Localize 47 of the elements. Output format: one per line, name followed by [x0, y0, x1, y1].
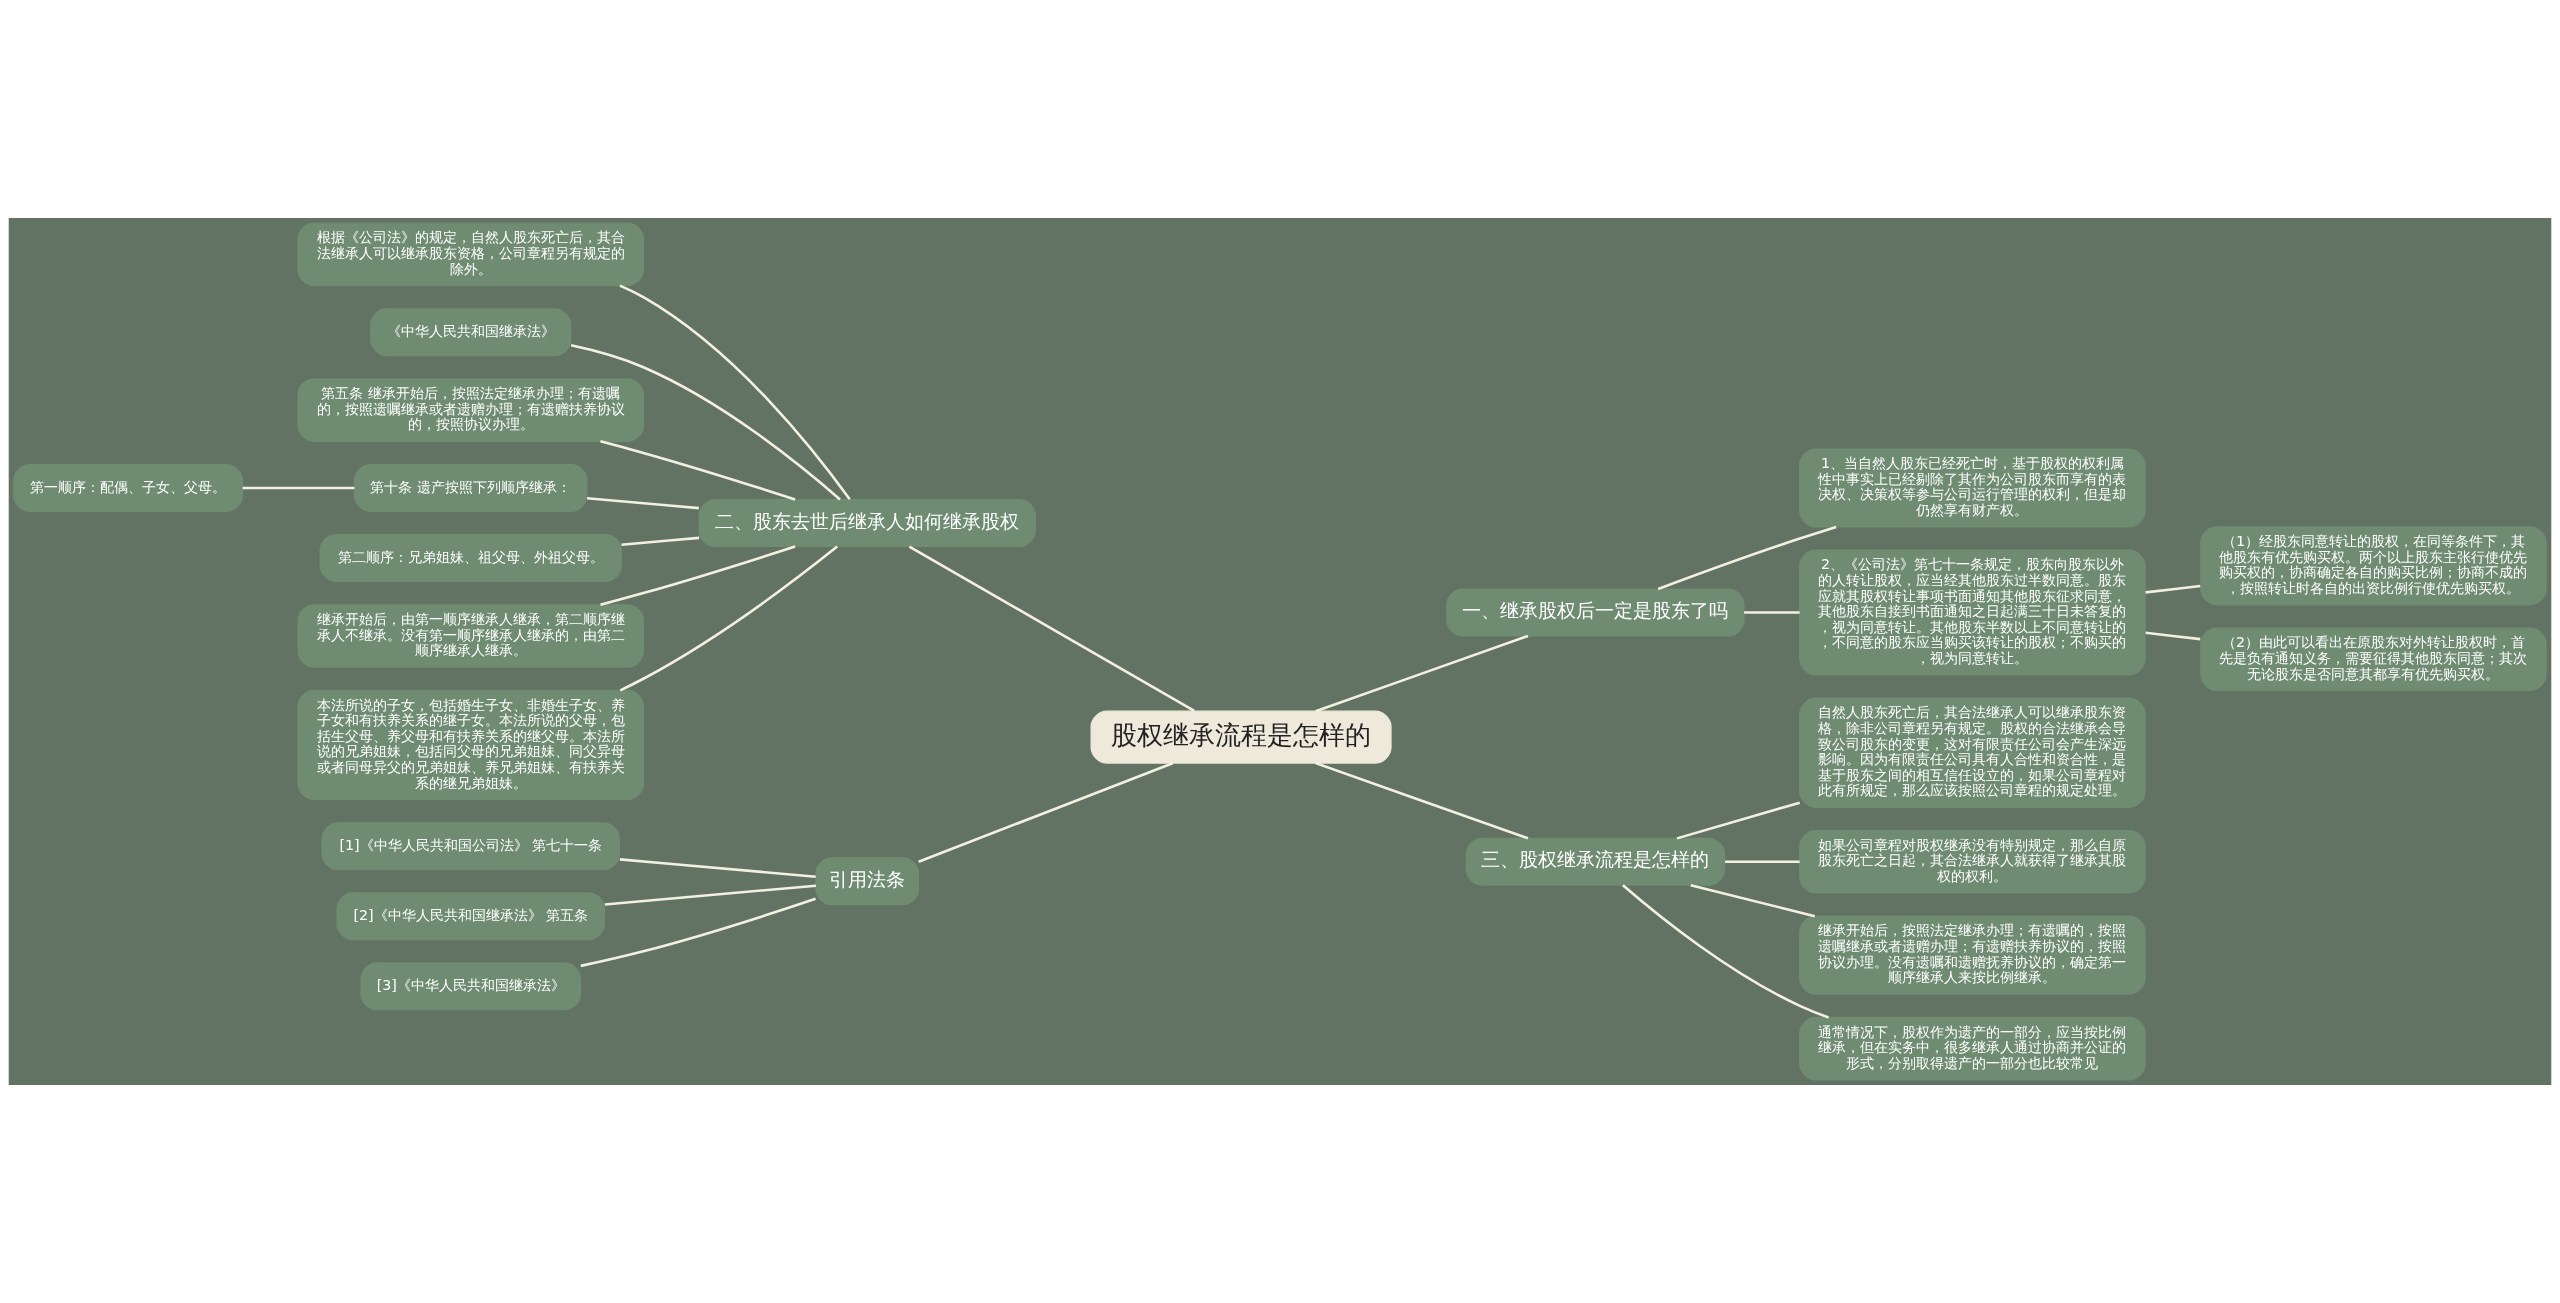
node-box: 引用法条 [815, 857, 920, 906]
connector [1315, 634, 1529, 713]
node-box: 股权继承流程是怎样的 [1090, 710, 1392, 764]
node-box: 一、继承股权后一定是股东了吗 [1446, 588, 1745, 637]
connector [2145, 631, 2201, 641]
connector [1622, 884, 1829, 1019]
node-box: 第五条 继承开始后，按照法定继承办理；有遗嘱的，按照遗嘱继承或者遗赠办理；有遗赠扶养协议的，按照协议办理。 [297, 378, 645, 442]
connector [1676, 801, 1801, 840]
connector [600, 440, 796, 501]
node-box: 通常情况下，股权作为遗产的一部分，应当按比例继承，但在实务中，很多继承人通过协商并公证的形式，分别取得遗产的一部分也比较常见 [1799, 1016, 2146, 1081]
node-box: 1、当自然人股东已经死亡时，基于股权的权利属性中事实上已经剔除了其作为公司股东而享有的表决权、决策权等参与公司运行管理的权利，但是却仍然享有财产权。 [1799, 448, 2146, 528]
connector [918, 762, 1174, 863]
connector [1690, 883, 1816, 918]
node-box: 第一顺序：配偶、子女、父母。 [13, 463, 243, 512]
node-box: [1]《中华人民共和国公司法》 第七十一条 [321, 822, 620, 871]
node-box: 自然人股东死亡后，其合法继承人可以继承股东资格，除非公司章程另有规定。股权的合法继承会导致公司股东的变更，这对有限责任公司会产生深远影响。因为有限责任公司具有人合性和资合性，是基于股东之间的相互信任设立的，如果公司章程对此有所规定，那么应该按照公司章程的规定处理。 [1799, 697, 2146, 808]
connector [1725, 860, 1800, 864]
connector [2145, 584, 2201, 594]
node-box: 本法所说的子女，包括婚生子女、非婚生子女、养子女和有扶养关系的继子女。本法所说的父母，包括生父母、养父母和有扶养关系的继父母。本法所说的兄弟姐妹，包括同父母的兄弟姐妹、同父异母或者同母异父的兄弟姐妹、养兄弟姐妹、有扶养关系的继兄弟姐妹。 [297, 689, 645, 801]
connector [619, 858, 816, 879]
connector [619, 545, 838, 692]
connector [621, 536, 700, 547]
connector [1744, 611, 1800, 614]
node-box: 根据《公司法》的规定，自然人股东死亡后，其合法继承人可以继承股东资格，公司章程另有规定的除外。 [297, 222, 645, 287]
node-box: 2、《公司法》第七十一条规定，股东向股东以外的人转让股权，应当经其他股东过半数同意。股东应就其股权转让事项书面通知其他股东征求同意，其他股东自接到书面通知之日起满三十日未答复的，视为同意转让。其他股东半数以上不同意转让的，不同意的股东应当购买该转让的股权；不购买的，视为同意转让。 [1799, 549, 2146, 676]
node-box: [3]《中华人民共和国继承法》 [360, 962, 582, 1011]
node-box: 二、股东去世后继承人如何继承股权 [698, 499, 1036, 547]
node-box: 继承开始后，按照法定继承办理；有遗嘱的，按照遗嘱继承或者遗赠办理；有遗赠扶养协议的，按照协议办理。没有遗嘱和遗赠抚养协议的，确定第一顺序继承人来按比例继承。 [1799, 915, 2146, 995]
node-box: 如果公司章程对股权继承没有特别规定，那么自原股东死亡之日起，其合法继承人就获得了继承其股权的权利。 [1799, 829, 2146, 894]
connector [600, 545, 796, 606]
node-box: 三、股权继承流程是怎样的 [1465, 837, 1726, 886]
connector [908, 545, 1195, 713]
node-box: [2]《中华人民共和国继承法》 第五条 [336, 892, 606, 941]
connector [1657, 525, 1837, 591]
node-box: 《中华人民共和国继承法》 [370, 308, 572, 357]
connector [580, 897, 816, 968]
connector [586, 496, 699, 510]
connector [604, 884, 817, 906]
node-box: （1）经股东同意转让的股权，在同等条件下，其他股东有优先购买权。两个以上股东主张行使优先购买权的，协商确定各自的购买比例；协商不成的，按照转让时各自的出资比例行使优先购买权。 [2200, 526, 2547, 606]
connector [242, 486, 355, 490]
node-box: （2）由此可以看出在原股东对外转让股权时，首先是负有通知义务，需要征得其他股东同意；其次无论股东是否同意其都享有优先购买权。 [2200, 627, 2547, 692]
node-box: 第二顺序：兄弟姐妹、祖父母、外祖父母。 [319, 534, 622, 583]
connector [1315, 761, 1529, 840]
node-box: 第十条 遗产按照下列顺序继承： [353, 463, 588, 512]
node-box: 继承开始后，由第一顺序继承人继承，第二顺序继承人不继承。没有第一顺序继承人继承的，由第二顺序继承人继承。 [297, 604, 645, 668]
connector [619, 284, 851, 501]
connector [570, 344, 841, 501]
